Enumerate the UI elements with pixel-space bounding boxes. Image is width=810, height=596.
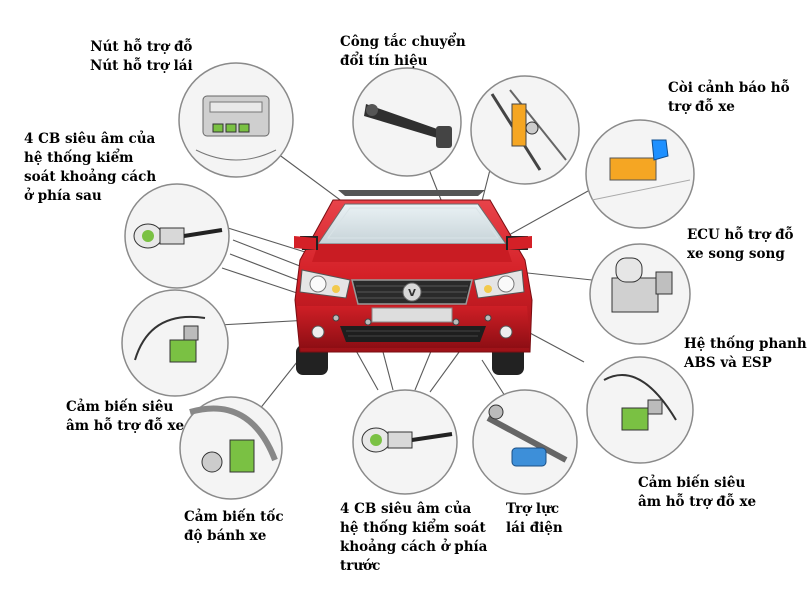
svg-text:V: V [408,288,416,299]
left-park-sensor-callout [121,289,229,397]
label-park-horn: Còi cảnh báo hỗ trợ đỗ xe [668,80,790,115]
front-sensor-callout [352,389,458,495]
signal-switch-callout [352,67,462,177]
steering-detail-callout [470,75,580,185]
label-ecu: ECU hỗ trợ đỗ xe song song [687,227,794,262]
park-button-callout [178,62,294,178]
wheel-speed-callout [179,396,283,500]
label-front-sensors: 4 CB siêu âm của hệ thống kiểm soát khoả… [340,501,488,574]
label-right-park-sensor: Cảm biến siêu âm hỗ trợ đỗ xe [638,475,757,510]
label-wheel-speed: Cảm biến tốc độ bánh xe [184,509,284,544]
label-park-button: Nút hỗ trợ đỗ Nút hỗ trợ lái [90,39,193,74]
label-abs-esp: Hệ thống phanh ABS và ESP [684,336,807,371]
label-signal-switch: Công tắc chuyển đổi tín hiệu [340,34,466,69]
park-horn-callout [585,119,695,229]
label-rear-sensors: 4 CB siêu âm của hệ thống kiểm soát khoả… [24,131,157,204]
label-left-park-sensor: Cảm biến siêu âm hỗ trợ đỗ xe [66,399,185,434]
car-front-illustration: V [294,190,533,375]
label-power-steering: Trợ lực lái điện [506,501,563,536]
right-park-sensor-callout [586,356,694,464]
ecu-abs-callout [589,243,691,345]
power-steering-callout [472,389,578,495]
rear-sensor-callout [124,183,230,289]
